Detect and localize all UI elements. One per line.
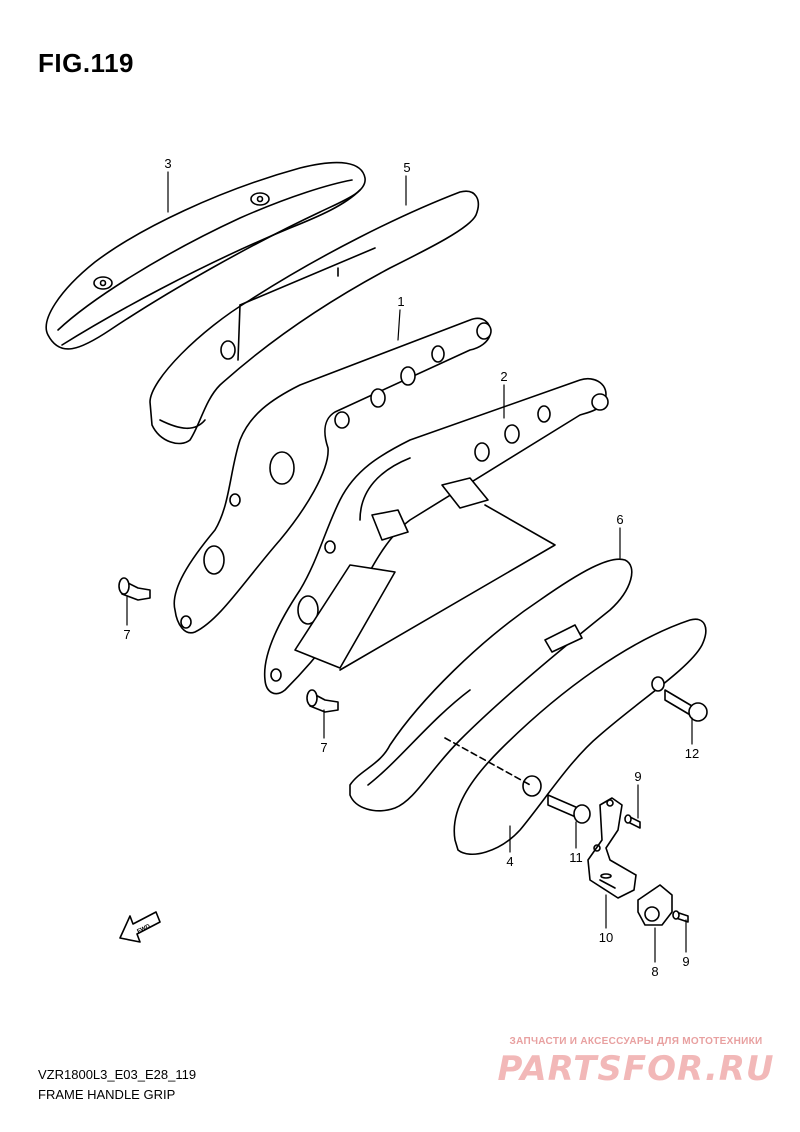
- callout-6: 6: [616, 512, 623, 527]
- part-7-bolt-lower: [306, 689, 339, 713]
- part-9-screw-upper: [624, 814, 641, 829]
- part-7-bolt-upper: [118, 577, 151, 601]
- part-3-cover: [45, 161, 366, 350]
- callout-11: 11: [569, 850, 583, 865]
- callout-2: 2: [500, 369, 507, 384]
- callout-9-upper: 9: [634, 769, 641, 784]
- diagram-name: FRAME HANDLE GRIP: [38, 1087, 176, 1102]
- callout-4: 4: [506, 854, 513, 869]
- part-1-handle: [173, 317, 492, 634]
- callout-3: 3: [164, 156, 171, 171]
- callout-8: 8: [651, 964, 658, 979]
- callout-9-lower: 9: [682, 954, 689, 969]
- part-11-bolt: [547, 794, 591, 824]
- leader-lines: [126, 171, 693, 963]
- part-8-clamp: [637, 884, 673, 926]
- part-10-bracket: [587, 797, 637, 899]
- part-5-cover: [149, 190, 480, 445]
- callout-12: 12: [685, 746, 699, 761]
- fwd-arrow-icon: FWD: [119, 911, 161, 943]
- callout-10: 10: [599, 930, 613, 945]
- fwd-label: FWD: [136, 923, 151, 935]
- watermark: ЗАПЧАСТИ И АКСЕССУАРЫ ДЛЯ МОТОТЕХНИКИ PA…: [486, 1036, 786, 1089]
- callout-5: 5: [403, 160, 410, 175]
- part-2-handle: [263, 378, 609, 695]
- callout-7-upper: 7: [123, 627, 130, 642]
- part-9-screw-lower: [672, 910, 689, 923]
- diagram-code: VZR1800L3_E03_E28_119: [38, 1067, 197, 1082]
- part-12-bolt: [664, 689, 708, 722]
- part-4-cover: [444, 618, 707, 855]
- watermark-logo: PARTSFOR.RU: [497, 1049, 775, 1089]
- callout-1: 1: [397, 294, 404, 309]
- watermark-tagline: ЗАПЧАСТИ И АКСЕССУАРЫ ДЛЯ МОТОТЕХНИКИ: [509, 1036, 763, 1047]
- callout-7-lower: 7: [320, 740, 327, 755]
- figure-title: FIG.119: [38, 48, 134, 78]
- part-6-grip: [349, 558, 633, 812]
